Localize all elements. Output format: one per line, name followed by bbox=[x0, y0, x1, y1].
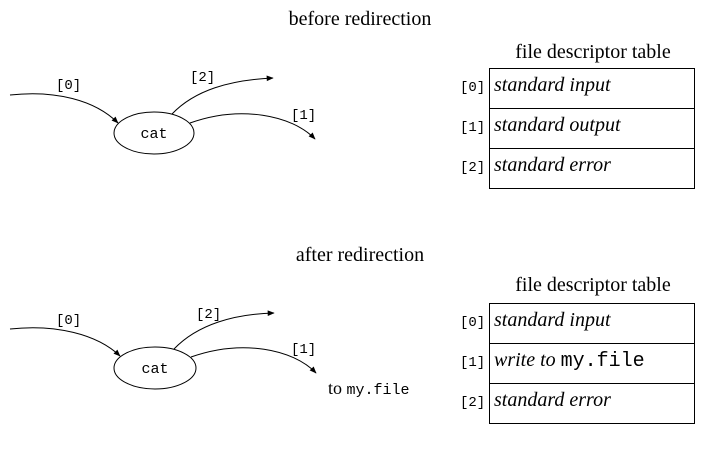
fd-description-file: my.file bbox=[560, 350, 645, 373]
redirect-file: my.file bbox=[346, 382, 410, 399]
fd-description-prefix: write to bbox=[494, 349, 556, 371]
fd-row: [2] standard error bbox=[460, 148, 694, 188]
stream-label-2: [2] bbox=[190, 70, 215, 86]
stderr-arrow bbox=[173, 310, 275, 350]
section-title: after redirection bbox=[295, 244, 425, 266]
stream-label-1: [1] bbox=[291, 342, 316, 358]
fd-index: [0] bbox=[460, 315, 486, 331]
stream-label-0: [0] bbox=[56, 313, 81, 329]
stdout-arrow bbox=[189, 113, 316, 140]
process-label: cat bbox=[141, 361, 168, 378]
process-diagram: [0] cat [2] [1] bbox=[9, 307, 317, 390]
fd-index: [1] bbox=[460, 120, 486, 136]
fd-description: write to my.file bbox=[494, 349, 645, 373]
section-title: before redirection bbox=[288, 8, 432, 30]
fd-row: [0] standard input bbox=[460, 69, 694, 108]
fd-row: [1] standard output bbox=[460, 108, 694, 148]
stream-label-0: [0] bbox=[56, 78, 81, 94]
fd-index: [2] bbox=[460, 395, 486, 411]
stream-label-2: [2] bbox=[196, 307, 221, 323]
fd-table: [0] standard input [1] standard output [… bbox=[460, 68, 695, 189]
fd-description: standard output bbox=[494, 114, 621, 136]
fd-table: [0] standard input [1] write to my.file … bbox=[460, 303, 695, 424]
fd-index: [0] bbox=[460, 80, 486, 96]
redirect-prefix: to bbox=[328, 378, 343, 398]
fd-table-title: file descriptor table bbox=[515, 41, 671, 63]
fd-row: [1] write to my.file bbox=[460, 343, 694, 383]
fd-table-title: file descriptor table bbox=[515, 274, 671, 296]
redirect-target-label: to my.file bbox=[328, 378, 410, 399]
fd-row: [0] standard input bbox=[460, 304, 694, 343]
fd-description: standard input bbox=[494, 74, 611, 96]
stdin-arrow bbox=[9, 93, 119, 124]
fd-index: [1] bbox=[460, 355, 486, 371]
process-label: cat bbox=[140, 126, 167, 143]
fd-description: standard error bbox=[494, 154, 611, 176]
stdin-arrow bbox=[9, 327, 121, 357]
fd-index: [2] bbox=[460, 160, 486, 176]
process-node bbox=[113, 111, 195, 155]
after-redirection-section: after redirection [0] cat [2] [1] to my.… bbox=[0, 236, 706, 454]
process-node bbox=[113, 346, 197, 390]
fd-description: standard input bbox=[494, 309, 611, 331]
before-redirection-section: before redirection [0] cat [2] [1] file … bbox=[0, 0, 706, 218]
stdout-arrow bbox=[190, 347, 317, 374]
fd-description: standard error bbox=[494, 389, 611, 411]
process-diagram: [0] cat [2] [1] bbox=[9, 70, 316, 155]
stream-label-1: [1] bbox=[291, 108, 316, 124]
fd-row: [2] standard error bbox=[460, 383, 694, 423]
stderr-arrow bbox=[171, 75, 274, 115]
